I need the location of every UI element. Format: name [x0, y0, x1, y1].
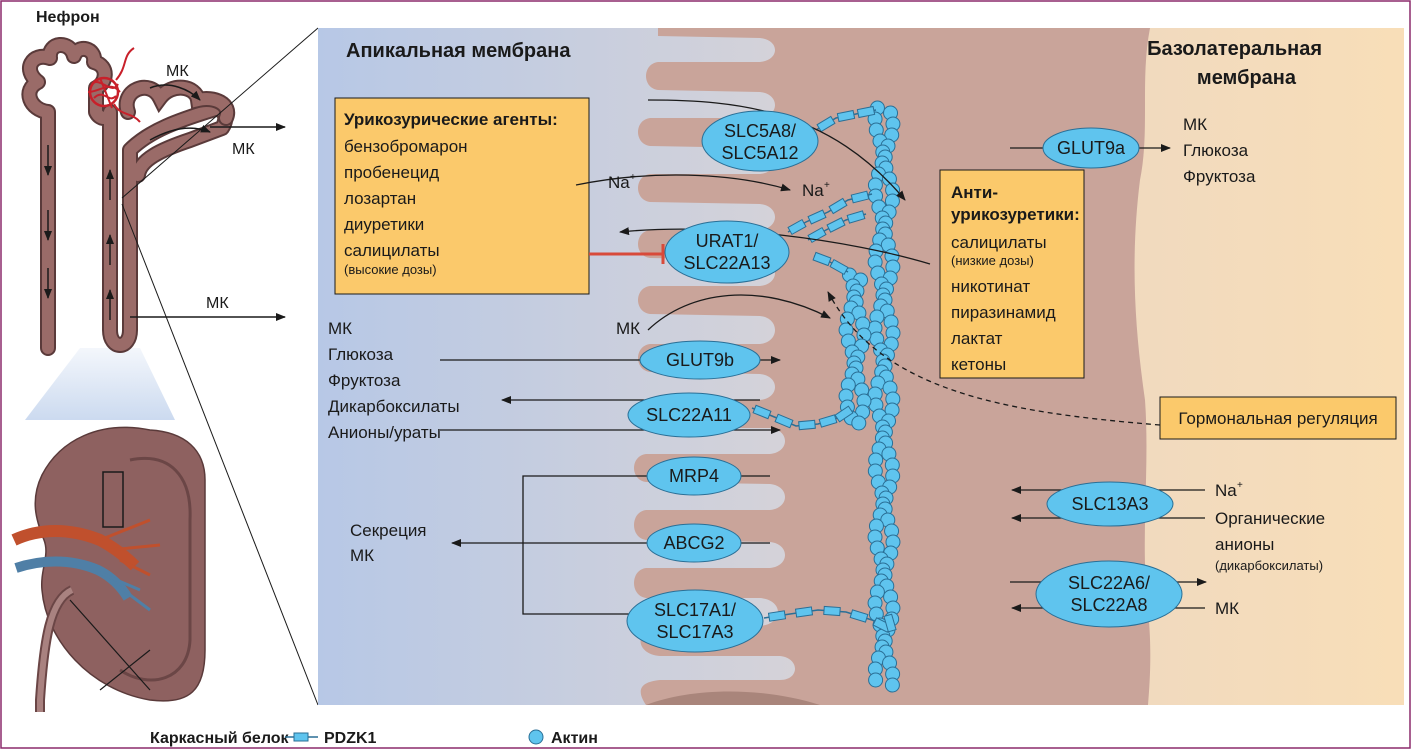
svg-text:+: +: [630, 172, 636, 183]
anti-item: салицилаты: [951, 233, 1047, 252]
transporter-abcg2: ABCG2: [647, 524, 741, 562]
secretion-label-1: Секреция: [350, 521, 427, 540]
mk-baso: МК: [1183, 115, 1207, 134]
actin-bead: [852, 416, 866, 430]
anti-title-2: урикозуретики:: [951, 205, 1080, 224]
fructose-apical: Фруктоза: [328, 371, 401, 390]
legend-scaffold: Каркасный белок: [150, 730, 290, 747]
label-mk-bottom: МК: [206, 295, 229, 312]
uricosuric-item: бензобромарон: [344, 137, 468, 156]
mk-apical: МК: [328, 319, 352, 338]
transporter-slc13a3: SLC13A3: [1047, 482, 1173, 526]
actin-bead: [869, 673, 883, 687]
legend: Каркасный белок PDZK1 Актин: [150, 730, 598, 747]
dicarbox-apical: Дикарбоксилаты: [328, 397, 460, 416]
anti-note: (низкие дозы): [951, 253, 1034, 268]
svg-text:SLC13A3: SLC13A3: [1071, 494, 1148, 514]
pdzk1-segment: [799, 420, 816, 429]
svg-text:SLC22A8: SLC22A8: [1070, 595, 1147, 615]
na-left: Na: [608, 173, 630, 192]
anti-item: лактат: [951, 329, 1003, 348]
uricosuric-item: пробенецид: [344, 163, 439, 182]
svg-text:SLC17A1/: SLC17A1/: [654, 600, 736, 620]
svg-text:SLC17A3: SLC17A3: [656, 622, 733, 642]
transporter-mrp4: MRP4: [647, 457, 741, 495]
na-right: Na: [802, 181, 824, 200]
anti-item: пиразинамид: [951, 303, 1056, 322]
legend-pdzk1: PDZK1: [324, 730, 377, 747]
transporter-slc17a1: SLC17A1/ SLC17A3: [627, 590, 763, 652]
legend-actin-symbol: [529, 730, 543, 744]
svg-text:GLUT9b: GLUT9b: [666, 350, 734, 370]
transporter-glut9a: GLUT9a: [1043, 128, 1139, 168]
uricosuric-note: (высокие дозы): [344, 262, 437, 277]
basolateral-header-2: мембрана: [1197, 67, 1297, 89]
legend-actin: Актин: [551, 730, 598, 747]
nephron-title: Нефрон: [36, 9, 100, 26]
glucose-apical: Глюкоза: [328, 345, 394, 364]
mk-influx-label: МК: [616, 319, 640, 338]
secretion-label-2: МК: [350, 546, 374, 565]
anti-title-1: Анти-: [951, 183, 998, 202]
transporter-slc5a8: SLC5A8/ SLC5A12: [702, 111, 818, 171]
svg-text:SLC5A8/: SLC5A8/: [724, 121, 796, 141]
pdzk1-segment: [768, 611, 785, 621]
pdzk1-segment: [824, 606, 841, 615]
actin-bead: [885, 678, 899, 692]
apical-header: Апикальная мембрана: [346, 40, 571, 62]
svg-text:GLUT9a: GLUT9a: [1057, 138, 1126, 158]
fructose-baso: Фруктоза: [1183, 167, 1256, 186]
svg-text:SLC22A6/: SLC22A6/: [1068, 573, 1150, 593]
anions-apical: Анионы/ураты: [328, 423, 441, 442]
svg-text:SLC5A12: SLC5A12: [721, 143, 798, 163]
svg-text:URAT1/: URAT1/: [696, 231, 759, 251]
hormonal-label: Гормональная регуляция: [1178, 409, 1377, 428]
org-anions-1: Органические: [1215, 509, 1325, 528]
org-anions-2: анионы: [1215, 535, 1274, 554]
pdzk1-segment: [796, 607, 813, 617]
mk-baso-2: МК: [1215, 599, 1239, 618]
transporter-slc22a11: SLC22A11: [628, 393, 750, 437]
anti-item: кетоны: [951, 355, 1006, 374]
org-anions-3: (дикарбоксилаты): [1215, 558, 1323, 573]
label-mk-top: МК: [232, 141, 255, 158]
uricosuric-item: салицилаты: [344, 241, 440, 260]
svg-text:SLC22A11: SLC22A11: [646, 405, 732, 425]
zoom-line-top: [122, 28, 318, 198]
uricosuric-item: диуретики: [344, 215, 424, 234]
anti-item: никотинат: [951, 277, 1030, 296]
main-panel: SLC5A8/ SLC5A12 URAT1/ SLC22A13 GLUT9b S…: [318, 28, 1404, 705]
svg-text:ABCG2: ABCG2: [663, 533, 724, 553]
na-baso: Na: [1215, 481, 1237, 500]
uricosuric-item: лозартан: [344, 189, 416, 208]
zoom-beam: [25, 348, 175, 420]
uricosuric-title: Урикозурические агенты:: [344, 110, 558, 129]
basolateral-header-1: Базолатеральная: [1147, 38, 1322, 60]
label-mk-loop: МК: [166, 63, 189, 80]
svg-text:+: +: [824, 180, 830, 191]
glucose-baso: Глюкоза: [1183, 141, 1249, 160]
transporter-slc22a6: SLC22A6/ SLC22A8: [1036, 561, 1182, 627]
svg-text:+: +: [1237, 480, 1243, 491]
transporter-glut9b: GLUT9b: [640, 341, 760, 379]
transporter-urat1: URAT1/ SLC22A13: [665, 221, 789, 283]
svg-text:SLC22A13: SLC22A13: [683, 253, 770, 273]
svg-text:MRP4: MRP4: [669, 466, 719, 486]
